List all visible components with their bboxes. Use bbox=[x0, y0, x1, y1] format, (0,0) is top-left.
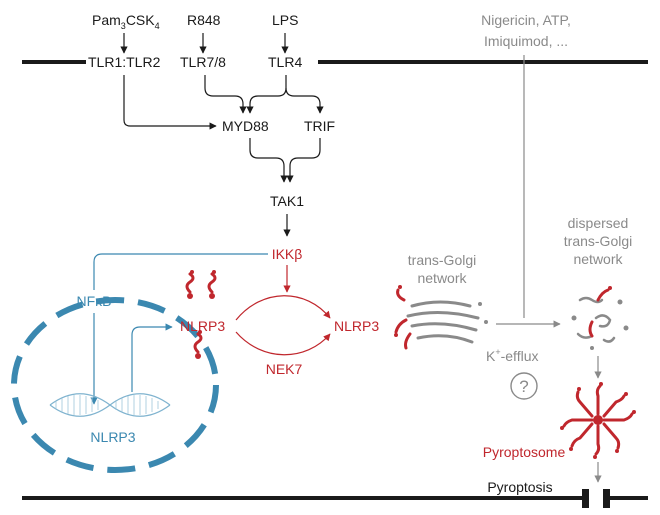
tlr7-8-label: TLR7/8 bbox=[180, 54, 226, 70]
pam3csk4-label: Pam3CSK4 bbox=[92, 12, 160, 31]
nlrp3-gene-label: NLRP3 bbox=[90, 429, 135, 445]
tgn-label-line2: network bbox=[417, 270, 467, 286]
r848-label: R848 bbox=[187, 12, 221, 28]
arrow-myd88-tak1 bbox=[249, 138, 288, 183]
tak1-label: TAK1 bbox=[270, 193, 304, 209]
gray-stimuli-line1: Nigericin, ATP, bbox=[481, 12, 571, 28]
arrow-gene-nlrp3 bbox=[131, 323, 173, 392]
arrow-nlrp3-upper bbox=[235, 295, 331, 321]
arrow-tlr4-myd88 bbox=[246, 75, 287, 114]
trif-label: TRIF bbox=[304, 118, 335, 134]
dtgn-label-line2: trans-Golgi bbox=[564, 233, 632, 249]
question-circle-icon: ? bbox=[510, 372, 538, 400]
tgn-label-line1: trans-Golgi bbox=[408, 252, 476, 268]
dtgn-label-line1: dispersed bbox=[568, 215, 629, 231]
golgi-stack-icon bbox=[406, 300, 488, 344]
arrow-tlr4-trif bbox=[285, 87, 324, 114]
nucleus bbox=[11, 297, 219, 473]
nlrp3-on-golgi-icon bbox=[394, 285, 412, 350]
dtgn-label-line3: network bbox=[573, 251, 623, 267]
dna-helix-icon bbox=[49, 393, 171, 417]
gray-stimuli-line2: Imiquimod, ... bbox=[484, 33, 568, 49]
k-efflux-label: K+-efflux bbox=[486, 347, 538, 364]
tlr4-label: TLR4 bbox=[268, 54, 302, 70]
arrow-tlr78-myd88 bbox=[204, 75, 247, 114]
arrow-tlr2-myd88 bbox=[123, 75, 217, 130]
pyroptosome-label: Pyroptosome bbox=[483, 444, 566, 460]
dispersed-golgi-icon bbox=[571, 296, 629, 350]
pyroptosis-label: Pyroptosis bbox=[487, 479, 552, 495]
tlr1-tlr2-label: TLR1:TLR2 bbox=[88, 54, 161, 70]
nlrp3-on-dispersed-golgi-icon bbox=[588, 286, 612, 338]
arrow-nlrp3-lower bbox=[235, 331, 331, 356]
ikkb-label: IKKβ bbox=[272, 246, 303, 262]
arrow-ikkb-nfkb bbox=[93, 253, 268, 290]
arrow-trif-tak1 bbox=[286, 138, 321, 183]
bottom-membrane bbox=[22, 489, 648, 508]
pyroptosome-icon bbox=[560, 382, 636, 459]
nlrp3-monomer-icon bbox=[185, 270, 217, 359]
lps-label: LPS bbox=[272, 12, 298, 28]
myd88-label: MYD88 bbox=[222, 118, 269, 134]
nlrp3-left-label: NLRP3 bbox=[180, 318, 225, 334]
nfkb-label: NFκB bbox=[77, 293, 112, 309]
nlrp3-right-label: NLRP3 bbox=[334, 318, 379, 334]
svg-text:?: ? bbox=[519, 377, 528, 396]
nek7-label: NEK7 bbox=[266, 361, 303, 377]
